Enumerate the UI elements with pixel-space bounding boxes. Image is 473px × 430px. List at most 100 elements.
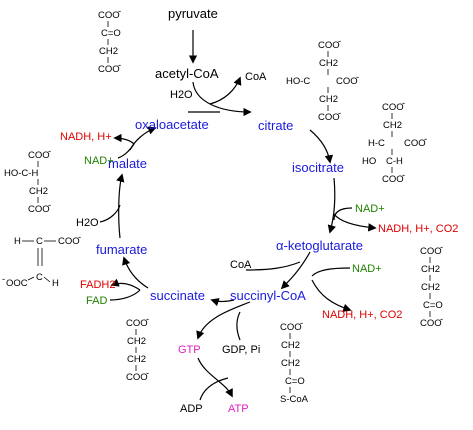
svg-text:CH2: CH2 — [99, 46, 118, 57]
svg-text:H: H — [14, 236, 21, 247]
arrow-coa-release — [209, 76, 242, 105]
svg-text:H: H — [52, 278, 59, 289]
svg-text:CH2: CH2 — [319, 58, 338, 69]
structure-succinyl-coa: COO - CH2 CH2 C=O S-CoA — [280, 318, 309, 405]
svg-text:COO: COO — [404, 138, 426, 149]
svg-text:COO: COO — [318, 40, 340, 51]
arrow-gtp-loop — [196, 301, 251, 340]
structure-citrate: COO - CH2 HO-C COO - CH2 COO - — [286, 36, 359, 123]
metabolite-fumarate: fumarate — [96, 242, 147, 257]
svg-text:-: - — [338, 108, 341, 119]
svg-text:COO: COO — [126, 372, 148, 383]
svg-text:COO: COO — [28, 204, 50, 215]
arrow-citrate-to-isocitrate — [309, 129, 334, 164]
metabolite-pyruvate: pyruvate — [168, 6, 218, 21]
structure-isocitrate: COO - CH2 H-C COO - HO C-H COO - — [362, 98, 427, 185]
arrow-nad1-in — [333, 207, 353, 221]
arrow-fumarate-to-malate — [116, 173, 125, 239]
svg-text:COO: COO — [98, 10, 120, 21]
svg-text:HO-C-H: HO-C-H — [4, 168, 38, 179]
svg-text:COO: COO — [382, 174, 404, 185]
svg-text:C: C — [36, 236, 43, 247]
svg-text:-: - — [48, 200, 51, 211]
svg-text:CH2: CH2 — [319, 94, 338, 105]
cofactor-h2o-citrate: H2O — [170, 89, 193, 101]
metabolite-alpha-ketoglutarate: α-ketoglutarate — [276, 238, 363, 253]
svg-text:-: - — [118, 6, 121, 17]
cofactor-fadh2: FADH2 — [80, 279, 115, 291]
svg-text:COO: COO — [382, 102, 404, 113]
svg-text:-: - — [424, 134, 427, 145]
svg-text:COO: COO — [28, 150, 50, 161]
arrow-gtp-to-atp — [197, 357, 233, 398]
svg-text:COO: COO — [318, 112, 340, 123]
structure-alpha-ketoglutarate: COO - CH2 CH2 C=O COO - — [420, 242, 443, 329]
svg-text:H-C: H-C — [368, 138, 385, 149]
svg-text:CH2: CH2 — [383, 120, 402, 131]
arrow-h2o-fumarate-in — [99, 204, 121, 223]
cofactor-nad-1: NAD+ — [355, 203, 385, 215]
svg-text:COO: COO — [126, 318, 148, 329]
arrow-fadh2-out — [110, 278, 141, 291]
svg-text:-: - — [440, 242, 443, 253]
metabolite-succinyl-coa: succinyl-CoA — [230, 288, 306, 303]
svg-text:COO: COO — [280, 322, 302, 333]
metabolite-acetyl-coa: acetyl-CoA — [155, 66, 219, 81]
svg-text:OOC: OOC — [6, 278, 28, 289]
svg-text:C: C — [36, 272, 43, 283]
svg-text:CH2: CH2 — [127, 336, 146, 347]
svg-text:CH2: CH2 — [421, 264, 440, 275]
svg-text:-: - — [402, 98, 405, 109]
svg-text:COO: COO — [58, 236, 80, 247]
svg-text:S-CoA: S-CoA — [280, 394, 309, 405]
structure-malate: COO - HO-C-H CH2 COO - — [4, 146, 51, 215]
svg-text:-: - — [2, 274, 5, 285]
metabolite-oxaloacetate: oxaloacetate — [135, 117, 209, 132]
svg-text:-: - — [78, 232, 81, 243]
svg-text:-: - — [402, 170, 405, 181]
arrow-acetylcoa-to-citrate — [192, 81, 252, 117]
svg-text:-: - — [48, 146, 51, 157]
arrow-fad-in — [109, 289, 141, 301]
structure-succinate: COO - CH2 CH2 COO - — [126, 314, 149, 383]
arrow-succinate-to-fumarate — [122, 256, 149, 289]
svg-text:CH2: CH2 — [421, 282, 440, 293]
cofactor-fad: FAD — [86, 295, 107, 307]
svg-text:C=O: C=O — [101, 28, 121, 39]
metabolite-malate: malate — [108, 156, 147, 171]
svg-text:CH2: CH2 — [29, 186, 48, 197]
svg-text:-: - — [338, 36, 341, 47]
svg-text:C=O: C=O — [285, 376, 305, 387]
cofactor-nadh-3: NADH, H+ — [60, 131, 112, 143]
svg-text:CH2: CH2 — [127, 354, 146, 365]
svg-text:-: - — [118, 60, 121, 71]
cofactor-gdp: GDP, Pi — [222, 344, 260, 356]
svg-text:-: - — [440, 314, 443, 325]
arrow-nadh1-out — [333, 213, 377, 232]
svg-text:HO-C: HO-C — [286, 76, 310, 87]
svg-text:-: - — [146, 368, 149, 379]
cofactor-coa-out: CoA — [245, 71, 267, 83]
metabolite-succinate: succinate — [150, 288, 205, 303]
cofactor-atp: ATP — [228, 403, 249, 415]
svg-text:-: - — [356, 72, 359, 83]
cofactor-nad-3: NAD+ — [84, 155, 114, 167]
svg-text:HO: HO — [362, 156, 376, 167]
cofactor-nad-2: NAD+ — [352, 263, 382, 275]
arrow-nadh2-out — [311, 279, 352, 312]
svg-text:-: - — [146, 314, 149, 325]
svg-text:COO: COO — [336, 76, 358, 87]
metabolite-isocitrate: isocitrate — [292, 160, 344, 175]
arrow-nad3-in — [117, 143, 135, 159]
arrow-succinylcoa-to-succinate — [210, 298, 235, 307]
arrow-nadh3-out — [113, 133, 135, 145]
arrow-gdp-in — [236, 311, 241, 341]
svg-text:C=O: C=O — [423, 300, 443, 311]
arrow-isocitrate-to-akg — [327, 177, 336, 234]
svg-text:CH2: CH2 — [281, 358, 300, 369]
arrow-akg-to-succinylcoa — [280, 251, 311, 290]
metabolite-citrate: citrate — [258, 118, 293, 133]
svg-text:COO: COO — [420, 246, 442, 257]
svg-text:COO: COO — [420, 318, 442, 329]
